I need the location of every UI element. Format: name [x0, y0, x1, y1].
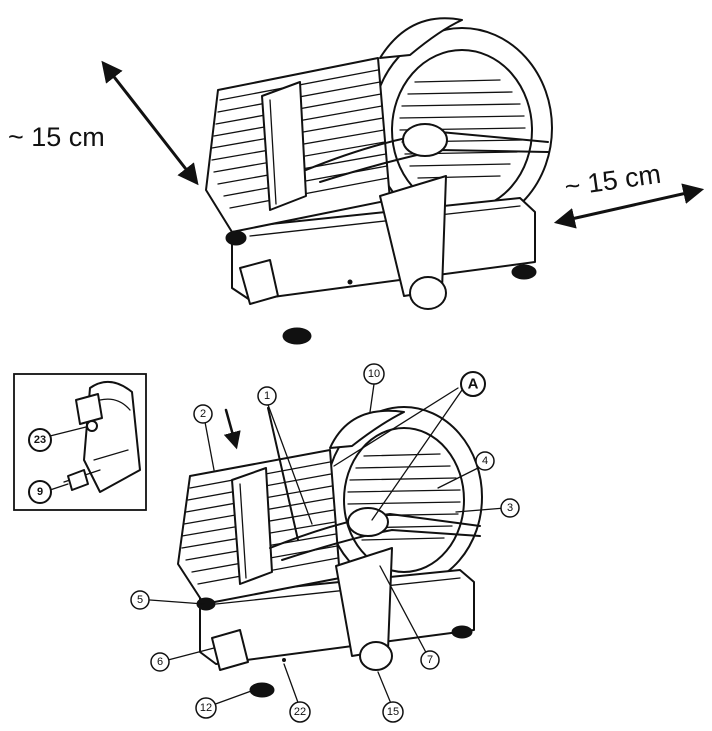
thickness-knob-bottom [359, 641, 393, 671]
foot-bottom-front-right [451, 625, 473, 639]
right-clearance-arrow [553, 183, 705, 229]
detail-inset [13, 373, 147, 511]
svg-text:1: 1 [264, 390, 270, 402]
right-clearance-label: ~ 15 cm [563, 159, 663, 202]
svg-text:3: 3 [507, 502, 513, 514]
left-clearance-label: ~ 15 cm [8, 122, 105, 152]
callout-5: 5 [130, 590, 150, 610]
slicer-base [231, 197, 536, 301]
left-clearance-arrow [101, 60, 199, 186]
foot-rear-left [225, 230, 247, 246]
insertion-arrow [223, 408, 241, 450]
callout-1: 1 [257, 386, 277, 406]
meat-pusher [261, 81, 307, 211]
blade-hub [402, 123, 448, 157]
svg-text:2: 2 [200, 408, 206, 420]
leader-lines [149, 383, 506, 709]
svg-text:5: 5 [137, 594, 143, 606]
svg-text:9: 9 [37, 486, 43, 498]
callout-3: 3 [500, 498, 520, 518]
callout-4: 4 [475, 451, 495, 471]
leader-1-rod [267, 407, 299, 541]
svg-text:7: 7 [427, 654, 433, 666]
svg-text:A: A [468, 376, 479, 393]
foot-bottom-front-left [249, 682, 275, 698]
callout-23: 23 [28, 428, 52, 452]
foot-front-right [511, 264, 537, 280]
callout-12: 12 [195, 697, 217, 719]
svg-text:10: 10 [368, 368, 380, 380]
svg-text:4: 4 [482, 455, 488, 467]
blade-bottom [343, 427, 465, 573]
callout-15: 15 [382, 701, 404, 723]
foot-front-left [282, 327, 312, 345]
svg-text:23: 23 [34, 434, 46, 446]
callout-22: 22 [289, 701, 311, 723]
svg-text:6: 6 [157, 656, 163, 668]
callout-6: 6 [150, 652, 170, 672]
blade-hub-bottom [347, 507, 389, 537]
svg-text:15: 15 [387, 706, 399, 718]
blade-cover-cap [379, 17, 463, 59]
side-knob-top [239, 259, 279, 305]
blade-cover-cap-bottom [329, 409, 405, 449]
callout-A: A [460, 371, 486, 397]
svg-text:22: 22 [294, 706, 306, 718]
thickness-knob-top [409, 276, 447, 310]
slicer-top-view [205, 17, 553, 345]
meat-pusher-bottom [231, 467, 273, 585]
callout-10: 10 [363, 363, 385, 385]
callout-2: 2 [193, 404, 213, 424]
side-knob-bottom [211, 629, 249, 671]
callout-9: 9 [28, 480, 52, 504]
callout-7: 7 [420, 650, 440, 670]
svg-text:12: 12 [200, 702, 212, 714]
